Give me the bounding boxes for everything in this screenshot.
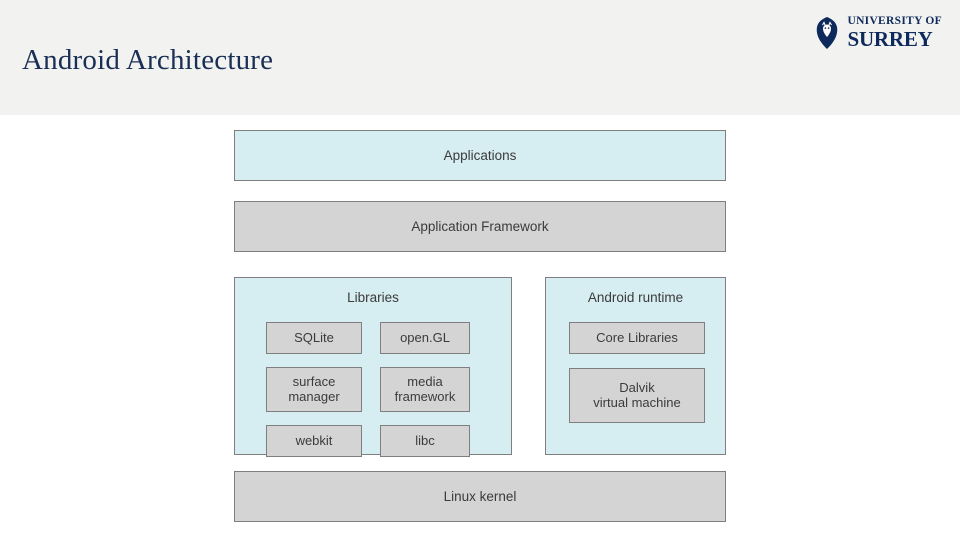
cell-media-framework: media framework: [380, 367, 470, 412]
logo-line-2: SURREY: [847, 26, 933, 51]
cell-webkit-label: webkit: [295, 432, 333, 448]
cell-surface-manager-label: surface manager: [288, 373, 340, 404]
group-android-runtime-title: Android runtime: [587, 290, 684, 305]
stag-crest-icon: [813, 16, 841, 50]
layer-linux-kernel: Linux kernel: [234, 471, 726, 522]
cell-surface-manager: surface manager: [266, 367, 362, 412]
cell-sqlite-label: SQLite: [294, 329, 334, 345]
layer-applications-label: Applications: [443, 148, 517, 163]
cell-dalvik-vm: Dalvik virtual machine: [569, 368, 705, 423]
layer-applications: Applications: [234, 130, 726, 181]
cell-core-libraries-label: Core Libraries: [596, 329, 678, 345]
cell-sqlite: SQLite: [266, 322, 362, 354]
group-android-runtime: Android runtime Core Libraries Dalvik vi…: [545, 277, 726, 455]
cell-opengl-label: open.GL: [400, 329, 450, 345]
group-libraries-title: Libraries: [347, 290, 399, 305]
android-architecture-diagram: Applications Application Framework Libra…: [234, 130, 726, 522]
cell-dalvik-vm-label: Dalvik virtual machine: [593, 379, 681, 410]
university-logo: UNIVERSITY OF SURREY: [813, 16, 942, 50]
cell-opengl: open.GL: [380, 322, 470, 354]
cell-webkit: webkit: [266, 425, 362, 457]
layer-application-framework-label: Application Framework: [411, 219, 549, 234]
cell-libc-label: libc: [415, 432, 435, 448]
cell-core-libraries: Core Libraries: [569, 322, 705, 354]
layer-linux-kernel-label: Linux kernel: [443, 489, 517, 504]
logo-line-1: UNIVERSITY OF: [847, 15, 942, 28]
layer-application-framework: Application Framework: [234, 201, 726, 252]
cell-libc: libc: [380, 425, 470, 457]
group-libraries: Libraries SQLite open.GL surface manager…: [234, 277, 512, 457]
logo-wordmark: UNIVERSITY OF SURREY: [847, 16, 942, 50]
header-band: Android Architecture UNIVERSITY OF SURRE…: [0, 0, 960, 115]
page-title: Android Architecture: [22, 44, 274, 76]
cell-media-framework-label: media framework: [394, 373, 456, 404]
